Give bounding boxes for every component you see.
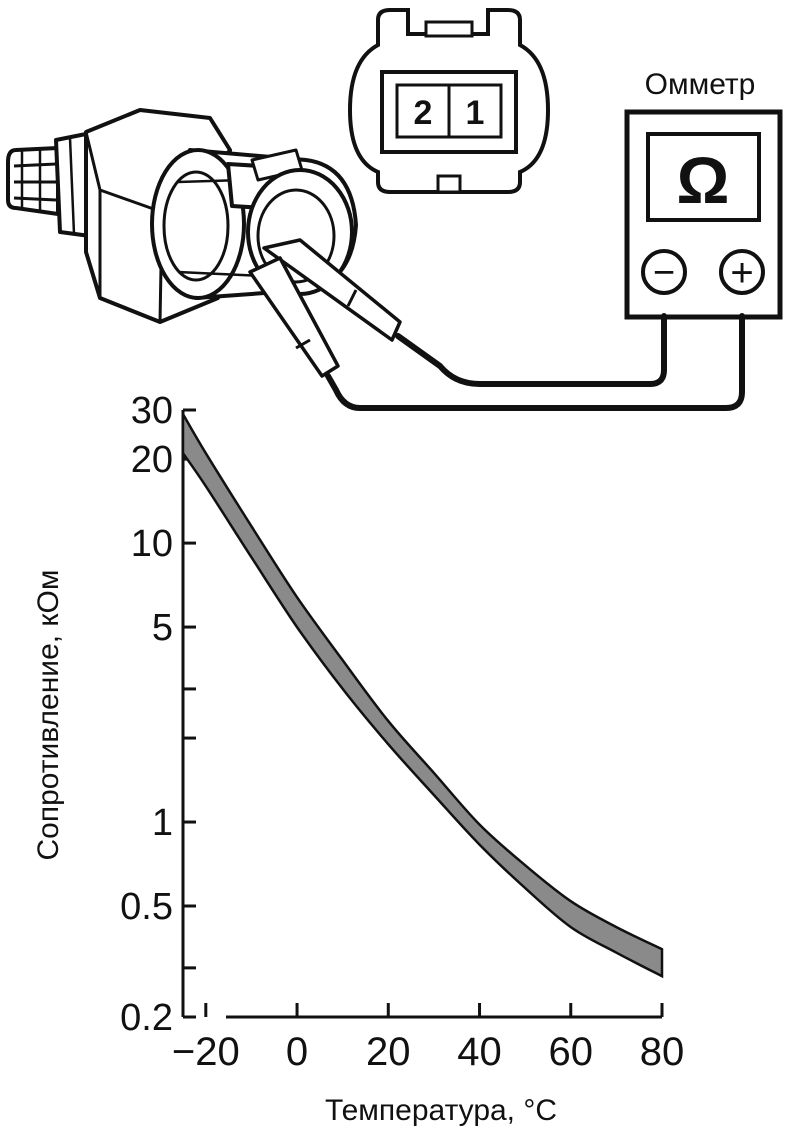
test-leads	[325, 313, 745, 411]
y-axis-label: Сопротивление, кОм	[32, 569, 65, 860]
ohm-symbol-icon: Ω	[677, 143, 730, 217]
minus-terminal-label: −	[653, 252, 675, 294]
x-axis-ticks: −20 0 20 40 60 80	[172, 1003, 684, 1074]
x-tick-label: 20	[366, 1030, 411, 1074]
y-tick-label: 10	[131, 523, 173, 565]
x-tick-label: 60	[549, 1030, 594, 1074]
y-tick-label: 5	[152, 607, 173, 649]
ohmmeter: Омметр Ω − +	[624, 68, 783, 320]
x-axis-label: Температура, °C	[325, 1094, 557, 1127]
y-tick-label: 0.5	[120, 886, 173, 928]
y-tick-label: 1	[152, 802, 173, 844]
temperature-sensor	[6, 108, 402, 378]
x-tick-label: 0	[286, 1030, 308, 1074]
x-tick-label: −20	[172, 1030, 240, 1074]
resistance-temperature-chart: 30 20 10 5 1 0.5 0.2 −20 0 20 40 60 80 Сопротивлени…	[32, 390, 684, 1127]
connector-pin-2: 2	[414, 94, 433, 132]
y-axis-ticks: 30 20 10 5 1 0.5 0.2	[120, 390, 196, 1039]
y-tick-label: 30	[131, 390, 173, 432]
plus-terminal-label: +	[730, 251, 753, 295]
y-tick-label: 0.2	[120, 997, 173, 1039]
x-tick-label: 40	[457, 1030, 502, 1074]
minus-terminal	[641, 249, 687, 295]
resistance-band	[181, 409, 664, 979]
ohmmeter-label: Омметр	[645, 68, 756, 101]
y-tick-label: 20	[131, 439, 173, 481]
plus-terminal	[719, 249, 765, 295]
connector-pin-1: 1	[466, 94, 485, 132]
x-tick-label: 80	[640, 1030, 685, 1074]
ohmmeter-display	[646, 132, 761, 222]
connector-face: 2 1	[347, 8, 551, 194]
